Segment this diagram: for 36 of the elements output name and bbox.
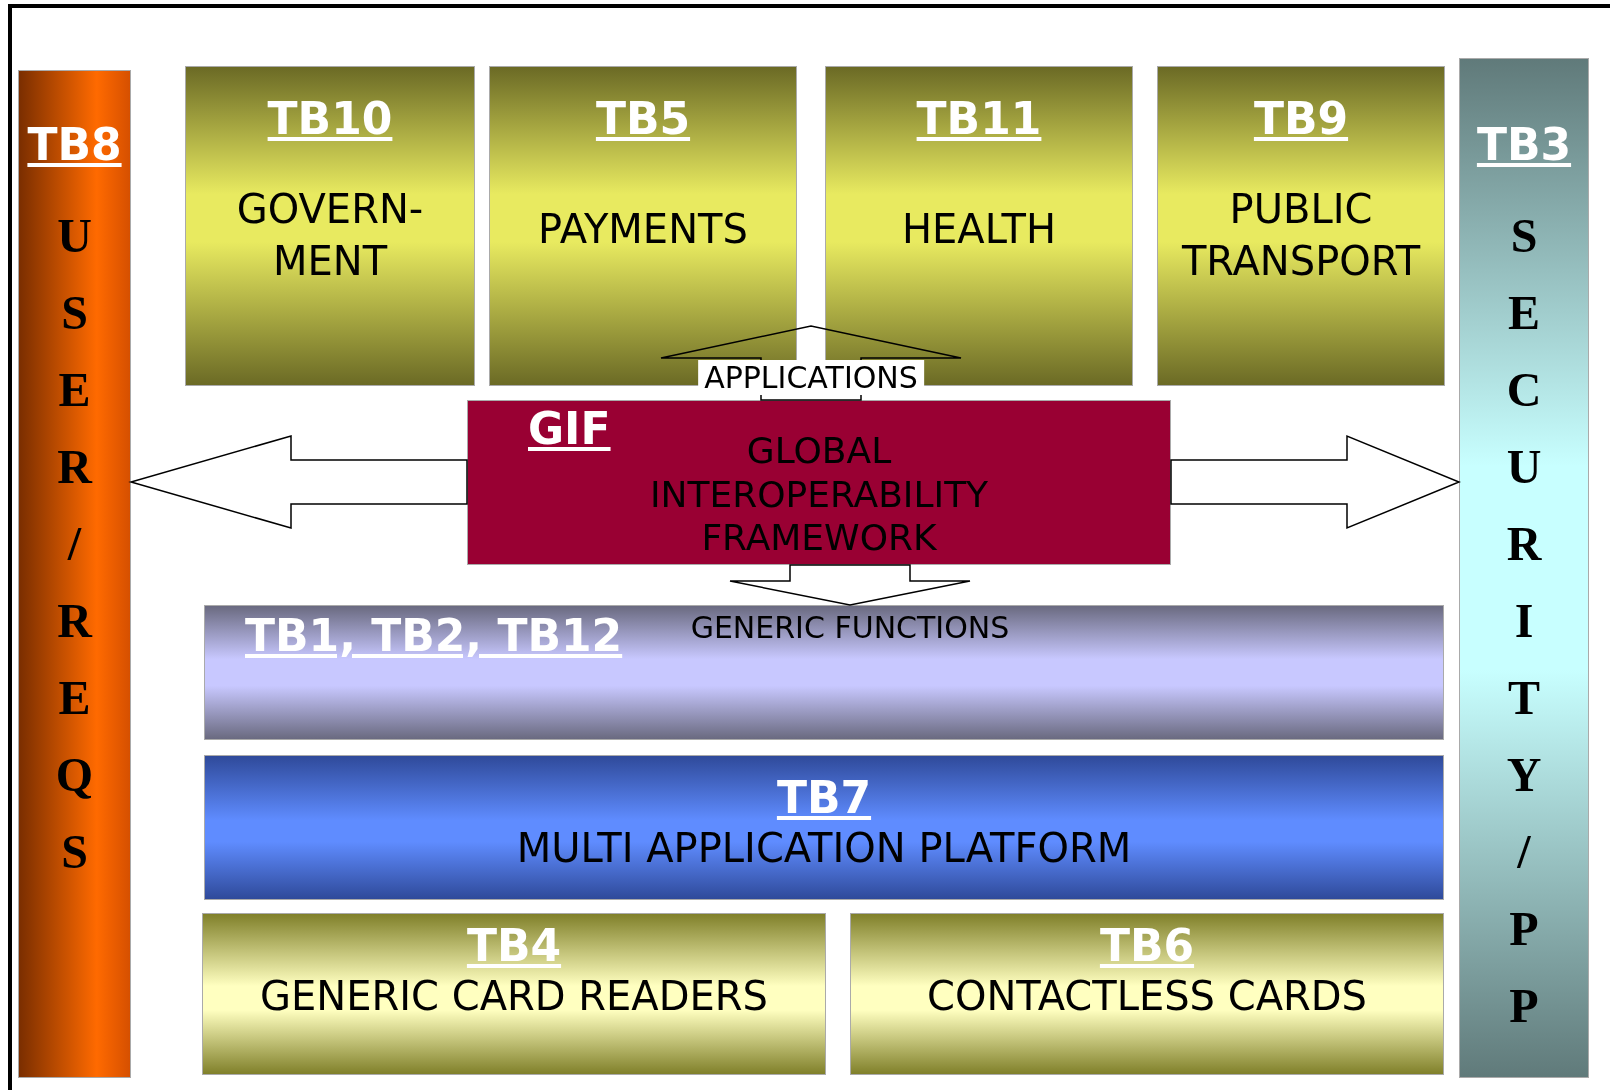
block-arrow	[1170, 434, 1461, 530]
node-label: PAYMENTS	[538, 205, 748, 255]
node-label: GENERIC CARD READERS	[260, 972, 768, 1022]
heading: TB7	[776, 774, 872, 823]
application-box	[1157, 66, 1445, 386]
column-bar	[18, 70, 131, 1078]
node-label: GOVERN- MENT	[235, 185, 425, 287]
heading: GIF	[528, 405, 611, 454]
node-label: CONTACTLESS CARDS	[927, 972, 1367, 1022]
layer-band	[204, 605, 1444, 740]
heading: TB10	[267, 95, 393, 144]
edge-label: APPLICATIONS	[698, 360, 924, 395]
heading: TB4	[466, 922, 562, 971]
edge-label: GENERIC FUNCTIONS	[690, 610, 1010, 645]
node-label: PUBLIC TRANSPORT	[1180, 185, 1422, 287]
heading: TB8	[27, 121, 122, 170]
heading: TB1, TB2, TB12	[245, 612, 623, 661]
heading: TB5	[595, 95, 691, 144]
heading: TB9	[1253, 95, 1349, 144]
node-label: HEALTH	[902, 205, 1056, 255]
layer-band	[850, 913, 1444, 1075]
block-arrow	[128, 435, 468, 529]
heading: TB11	[916, 95, 1042, 144]
block-arrow	[729, 564, 971, 606]
layer-band	[204, 755, 1444, 900]
vertical-label: SECURITY/PP	[1496, 209, 1552, 1057]
column-bar	[1459, 58, 1589, 1078]
layer-band	[202, 913, 826, 1075]
heading: TB3	[1476, 121, 1572, 170]
vertical-label: USER/REQS	[47, 209, 102, 903]
block-arrow	[660, 325, 962, 401]
heading: TB6	[1099, 922, 1195, 971]
node-label: MULTI APPLICATION PLATFORM	[516, 824, 1132, 874]
framework-box	[467, 400, 1171, 565]
application-box	[185, 66, 475, 386]
node-label: GLOBAL INTEROPERABILITY FRAMEWORK	[648, 429, 990, 559]
